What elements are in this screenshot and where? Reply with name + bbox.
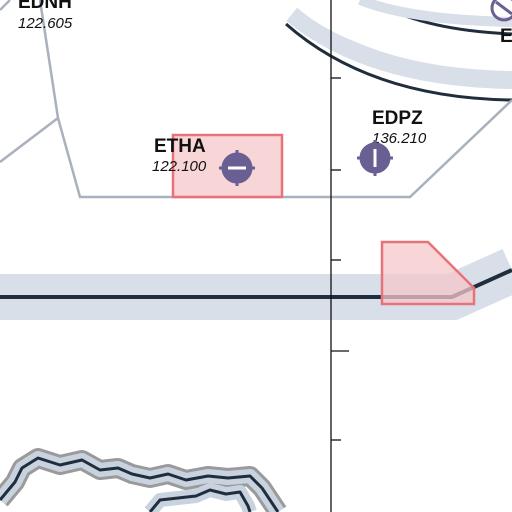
airfield-partial-top-right[interactable]: E [490,0,512,47]
airfield-partial-icon [490,0,512,22]
control-zone-arc [285,0,512,102]
airfield-frequency-label: 122.605 [18,15,73,32]
airfield-icon [357,140,393,176]
airfield-id-label: ETHA [154,136,206,157]
airfield-etha[interactable]: ETHA 122.100 [152,136,255,186]
restricted-area-east [380,240,476,306]
airfield-ednh[interactable]: EDNH 122.605 [18,0,73,32]
airfield-frequency-label: 122.100 [152,158,207,175]
airfield-edpz[interactable]: EDPZ 136.210 [357,108,427,176]
airfield-id-label: EDNH [18,0,72,13]
airfield-id-label: EDPZ [372,108,423,129]
airspace-boundary [0,0,512,199]
airfield-frequency-label: 136.210 [372,130,427,147]
meridian-line [330,0,349,512]
border-line [0,448,287,512]
military-airfield-icon [219,150,255,186]
airfield-id-label: E [500,26,512,47]
